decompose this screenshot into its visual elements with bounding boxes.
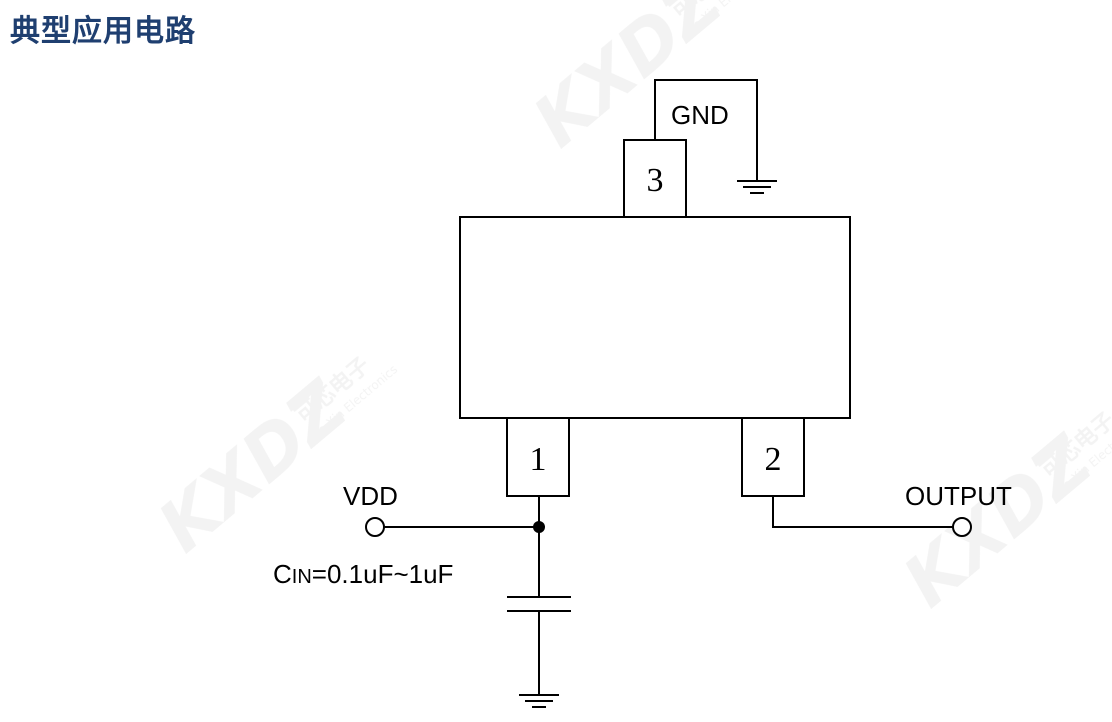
pin1-box — [506, 417, 570, 497]
cap-label-value: =0.1uF~1uF — [312, 559, 454, 589]
output-label: OUTPUT — [905, 481, 1012, 511]
cap-label-prefix: C — [273, 559, 292, 589]
cap-label-subscript: IN — [292, 566, 312, 588]
pin2-box — [741, 417, 805, 497]
ic-body — [459, 216, 851, 419]
pin1-number: 1 — [530, 441, 547, 478]
vdd-label: VDD — [343, 481, 398, 511]
gnd-wire — [654, 79, 758, 181]
ground-symbol-bottom — [519, 694, 559, 708]
ground-symbol-top — [737, 180, 777, 194]
capacitor-label: CIN=0.1uF~1uF — [273, 559, 453, 589]
gnd-label: GND — [671, 100, 729, 130]
pin3-box — [623, 139, 687, 218]
junction-dot — [533, 521, 545, 533]
vdd-terminal — [365, 517, 385, 537]
pin3-number: 3 — [647, 162, 664, 199]
output-terminal — [952, 517, 972, 537]
page-title: 典型应用电路 — [10, 14, 196, 49]
pin2-number: 2 — [765, 441, 782, 478]
output-wire — [772, 496, 953, 528]
